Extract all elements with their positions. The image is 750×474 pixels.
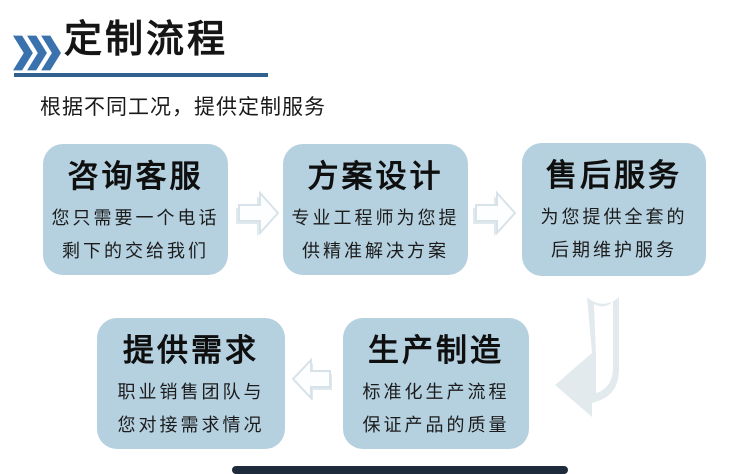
flow-step-desc-line: 职业销售团队与: [117, 382, 265, 402]
page-title: 定制流程: [64, 19, 229, 61]
flow-step-desc-line: 专业工程师为您提: [291, 208, 460, 228]
arrow-right-icon: [236, 190, 280, 236]
title-underline: [14, 73, 268, 77]
page-subtitle: 根据不同工况，提供定制服务: [40, 96, 326, 119]
flow-step-requirements: 提供需求 职业销售团队与 您对接需求情况: [97, 318, 285, 449]
flow-step-title: 售后服务: [546, 158, 682, 193]
triple-chevron-icon: [13, 35, 61, 71]
flow-step-desc-line: 后期维护服务: [551, 240, 677, 260]
flow-step-design: 方案设计 专业工程师为您提 供精准解决方案: [283, 144, 468, 275]
flow-step-desc-line: 您只需要一个电话: [51, 208, 220, 228]
arrow-right-icon: [473, 190, 517, 236]
flow-step-desc-line: 供精准解决方案: [302, 241, 449, 261]
arrow-left-icon: [291, 358, 332, 400]
footer-divider-bar: [232, 466, 568, 474]
flow-step-manufacture: 生产制造 标准化生产流程 保证产品的质量: [343, 318, 529, 449]
flow-step-desc-line: 保证产品的质量: [362, 415, 510, 435]
flow-step-consult: 咨询客服 您只需要一个电话 剩下的交给我们: [43, 144, 228, 275]
flow-step-title: 方案设计: [307, 159, 444, 194]
flow-step-desc-line: 为您提供全套的: [540, 207, 688, 227]
flow-step-aftersales: 售后服务 为您提供全套的 后期维护服务: [522, 143, 706, 276]
arrow-bend-down-left-icon: [555, 297, 619, 417]
flow-step-title: 咨询客服: [67, 159, 204, 194]
flow-step-desc-line: 您对接需求情况: [117, 415, 265, 435]
flow-step-title: 生产制造: [368, 333, 504, 368]
flow-step-desc-line: 标准化生产流程: [362, 382, 510, 402]
flow-step-title: 提供需求: [123, 333, 259, 368]
flow-step-desc-line: 剩下的交给我们: [62, 241, 209, 261]
